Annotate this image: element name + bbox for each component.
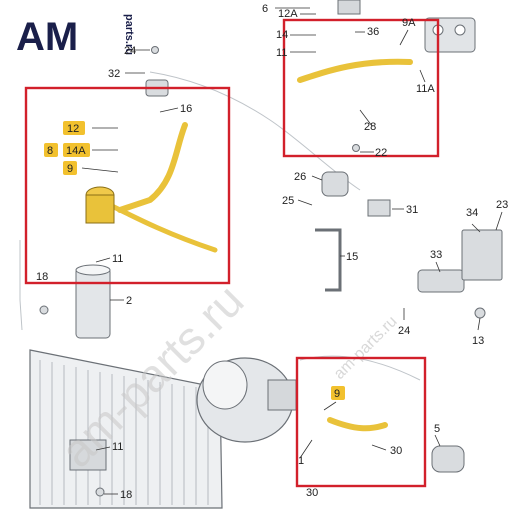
callout-13: 13: [472, 335, 484, 347]
watermark-small: am-parts.ru: [331, 313, 401, 383]
callout-8: 8: [47, 145, 53, 157]
callout-18-top: 18: [36, 271, 48, 283]
callout-5: 5: [434, 423, 440, 435]
highlight-box-top-right: [282, 18, 440, 158]
callout-14-top: 14: [276, 29, 288, 41]
pipe-left-lower: [107, 202, 218, 253]
leader-lines: [81, 7, 503, 495]
drier-cap: [75, 264, 111, 276]
callout-11-top: 11: [276, 47, 287, 59]
bolt-18-low: [95, 487, 105, 497]
callout-33: 33: [430, 249, 442, 261]
receiver-drier: [75, 264, 111, 339]
callout-16: 16: [180, 103, 192, 115]
condenser-fins: [39, 360, 209, 505]
callout-9a: 9A: [402, 17, 416, 29]
bolt-22: [352, 144, 360, 152]
valve-top-stub: [337, 0, 361, 15]
callout-24-right: 24: [398, 325, 410, 337]
callout-15: 15: [346, 251, 358, 263]
logo-suffix: parts.ru: [123, 14, 135, 55]
callout-25: 25: [282, 195, 294, 207]
condenser-bracket: [69, 439, 107, 471]
small-parts: [39, 46, 503, 497]
callout-9-right: 9: [334, 388, 340, 400]
bracket-33: [417, 269, 465, 293]
callout-30-right: 30: [390, 445, 402, 457]
callout-2: 2: [126, 295, 132, 307]
callout-28: 28: [364, 121, 376, 133]
compressor-head: [267, 379, 297, 411]
hose-outline-left: [19, 240, 23, 331]
refrigerant-pipes: [107, 58, 413, 432]
callout-23: 23: [496, 199, 508, 211]
clip-31: [367, 199, 391, 217]
callout-30-bottom: 30: [306, 487, 318, 499]
compressor-pulley: [202, 360, 248, 410]
bracket-34: [461, 229, 503, 281]
callout-32: 32: [108, 68, 120, 80]
callout-9-left: 9: [67, 163, 73, 175]
callout-22: 22: [375, 147, 387, 159]
callout-26: 26: [294, 171, 306, 183]
hl-9-left: [63, 161, 77, 175]
callout-12a: 12A: [278, 8, 298, 20]
bolt-24-top: [151, 46, 159, 54]
hl-14a: [63, 143, 90, 157]
highlight-box-left: [24, 86, 231, 285]
callout-11-low: 11: [112, 441, 123, 453]
pipe-top: [297, 58, 413, 83]
clamp-26: [321, 171, 349, 197]
drier-body: [75, 267, 111, 339]
hl-12: [63, 121, 85, 135]
callout-1: 1: [298, 455, 304, 467]
callout-11a: 11A: [416, 83, 435, 95]
callout-6: 6: [262, 3, 268, 15]
callout-36: 36: [367, 26, 379, 38]
valve-port-2: [454, 24, 466, 36]
callout-24-top: 24: [124, 45, 136, 57]
bolt-18-top: [39, 305, 49, 315]
callout-12: 12: [67, 123, 79, 135]
compressor: [196, 357, 297, 443]
hl-9-right: [331, 386, 345, 400]
pipe-left-upper: [117, 122, 188, 213]
callout-34: 34: [466, 207, 478, 219]
hose-outline-top: [149, 71, 361, 191]
callout-highlights: [44, 121, 345, 400]
callout-labels: 6 12A 14 11 24 32 36 9A 11A 16 12 14A 8 …: [36, 3, 508, 501]
condenser: [29, 349, 223, 509]
nut-13: [474, 307, 486, 319]
logo-text: AM: [16, 15, 78, 59]
pipe-muffler: [85, 186, 115, 224]
highlight-box-bottom-right: [295, 356, 427, 488]
callout-14a: 14A: [66, 145, 86, 157]
muffler-body: [85, 194, 115, 224]
bracket-5: [431, 445, 465, 473]
pipe-right: [327, 417, 388, 432]
callout-18-low: 18: [120, 489, 132, 501]
callout-11-mid: 11: [112, 253, 123, 265]
bracket-15: [315, 228, 342, 292]
callout-31: 31: [406, 204, 418, 216]
valve-block-body: [424, 17, 476, 53]
hl-8: [44, 143, 58, 157]
brand-logo: AM parts.ru: [16, 14, 135, 59]
